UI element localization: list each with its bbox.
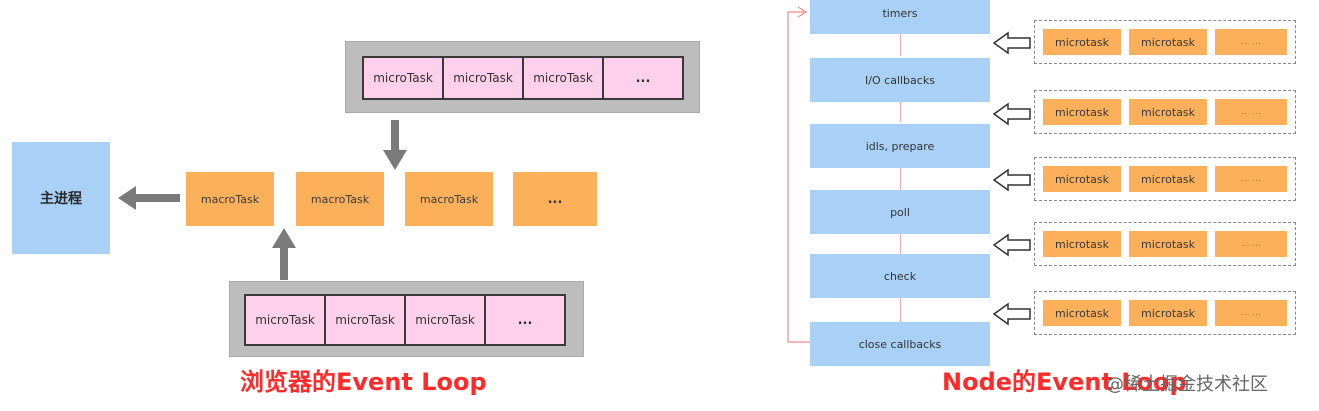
microtask-box: microtask [1129, 166, 1207, 192]
browser-event-loop-caption: 浏览器的Event Loop [240, 368, 487, 396]
microtask-ellipsis-box: ... ... [1215, 231, 1287, 257]
phase-check: check [810, 254, 990, 298]
microtask-cell: microTask [246, 296, 326, 344]
bottom-microtask-tray: microTask microTask microTask ... [229, 281, 584, 357]
microtask-row: microtask microtask ... ... [1034, 157, 1296, 201]
microtask-box: microtask [1043, 231, 1121, 257]
phase-connector [900, 34, 901, 56]
main-process-box: 主进程 [12, 142, 110, 254]
microtask-box: microtask [1129, 231, 1207, 257]
phase-close-callbacks: close callbacks [810, 322, 990, 366]
phase-connector [900, 232, 901, 254]
microtask-box: microtask [1129, 300, 1207, 326]
microtask-box: microtask [1129, 29, 1207, 55]
phase-idle-prepare: idls, prepare [810, 124, 990, 168]
watermark: @稀土掘金技术社区 [1106, 374, 1268, 395]
microtask-ellipsis-box: ... ... [1215, 166, 1287, 192]
microtask-row: microtask microtask ... ... [1034, 222, 1296, 266]
microtask-cell: microTask [524, 58, 604, 98]
microtask-ellipsis-box: ... ... [1215, 29, 1287, 55]
microtask-ellipsis-cell: ... [604, 58, 682, 98]
microtask-ellipsis-box: ... ... [1215, 99, 1287, 125]
microtask-cell: microTask [364, 58, 444, 98]
microtask-box: microtask [1043, 166, 1121, 192]
phase-connector [900, 296, 901, 322]
top-microtask-tray: microTask microTask microTask ... [345, 41, 700, 113]
microtask-box: microtask [1129, 99, 1207, 125]
macrotask-ellipsis-box: ... [513, 172, 597, 226]
phase-io-callbacks: I/O callbacks [810, 58, 990, 102]
hollow-arrow-left-icon [992, 233, 1031, 257]
microtask-ellipsis-cell: ... [486, 296, 564, 344]
macrotask-box: macroTask [186, 172, 274, 226]
arrow-to-main-process [118, 186, 180, 210]
phase-poll: poll [810, 190, 990, 234]
loop-back-arrow [787, 6, 810, 343]
hollow-arrow-left-icon [992, 302, 1031, 326]
macrotask-box: macroTask [296, 172, 384, 226]
top-microtask-queue: microTask microTask microTask ... [362, 56, 684, 100]
phase-timers: timers [810, 0, 990, 34]
microtask-box: microtask [1043, 99, 1121, 125]
main-process-label: 主进程 [40, 191, 82, 207]
node-event-loop-caption: Node的Event Loop [942, 368, 1187, 396]
microtask-box: microtask [1043, 300, 1121, 326]
arrow-down-to-macrotasks [383, 120, 407, 170]
microtask-box: microtask [1043, 29, 1121, 55]
macrotask-box: macroTask [405, 172, 493, 226]
microtask-cell: microTask [326, 296, 406, 344]
hollow-arrow-left-icon [992, 102, 1031, 126]
microtask-row: microtask microtask ... ... [1034, 90, 1296, 134]
arrow-up-to-macrotasks [272, 228, 296, 280]
phase-connector [900, 166, 901, 190]
bottom-microtask-queue: microTask microTask microTask ... [244, 294, 566, 346]
phase-connector [900, 100, 901, 122]
microtask-row: microtask microtask ... ... [1034, 291, 1296, 335]
microtask-cell: microTask [406, 296, 486, 344]
microtask-cell: microTask [444, 58, 524, 98]
microtask-row: microtask microtask ... ... [1034, 20, 1296, 64]
microtask-ellipsis-box: ... ... [1215, 300, 1287, 326]
hollow-arrow-left-icon [992, 31, 1031, 55]
hollow-arrow-left-icon [992, 168, 1031, 192]
